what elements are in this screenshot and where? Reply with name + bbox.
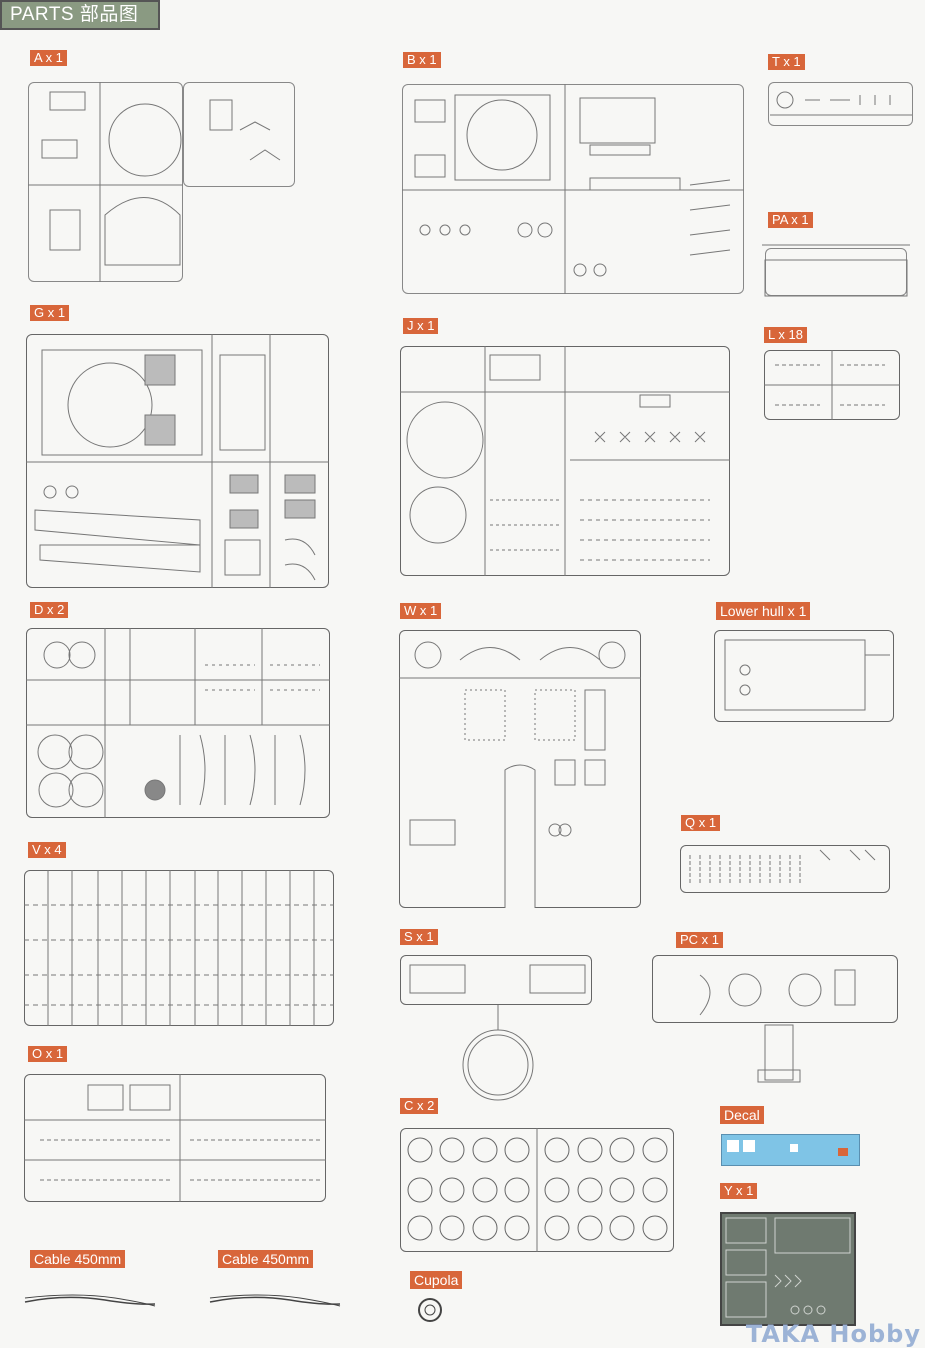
label-cable-2: Cable 450mm bbox=[218, 1250, 314, 1268]
label-O: O x 1 bbox=[28, 1046, 68, 1062]
sprue-Q bbox=[680, 845, 890, 893]
sprue-A-right bbox=[183, 82, 295, 187]
page-title: PARTS 部品图 bbox=[0, 0, 160, 30]
label-C: C x 2 bbox=[400, 1098, 439, 1114]
label-A: A x 1 bbox=[30, 50, 67, 66]
label-T: T x 1 bbox=[768, 54, 805, 70]
sprue-A bbox=[28, 82, 183, 282]
label-W: W x 1 bbox=[400, 603, 442, 619]
label-V: V x 4 bbox=[28, 842, 66, 858]
label-L: L x 18 bbox=[764, 327, 807, 343]
lower-hull bbox=[714, 630, 894, 722]
photo-etch-sheet bbox=[720, 1212, 856, 1326]
label-B: B x 1 bbox=[403, 52, 441, 68]
sprue-V bbox=[24, 870, 334, 1026]
label-PA: PA x 1 bbox=[768, 212, 813, 228]
sprue-O bbox=[24, 1074, 326, 1202]
sprue-G bbox=[26, 334, 329, 588]
label-cable-1: Cable 450mm bbox=[30, 1250, 126, 1268]
label-cupola: Cupola bbox=[410, 1271, 463, 1289]
label-D: D x 2 bbox=[30, 602, 69, 618]
label-Y: Y x 1 bbox=[720, 1183, 758, 1199]
sprue-D bbox=[26, 628, 330, 818]
sprue-PC bbox=[652, 955, 898, 1023]
sprue-B bbox=[402, 84, 744, 294]
sprue-S bbox=[400, 955, 592, 1005]
label-decal: Decal bbox=[720, 1106, 764, 1124]
watermark: TAKA Hobby bbox=[745, 1320, 921, 1348]
label-G: G x 1 bbox=[30, 305, 70, 321]
label-lower-hull: Lower hull x 1 bbox=[716, 602, 811, 620]
label-J: J x 1 bbox=[403, 318, 439, 334]
label-Q: Q x 1 bbox=[681, 815, 721, 831]
sprue-T bbox=[768, 82, 913, 126]
label-PC: PC x 1 bbox=[676, 932, 724, 948]
label-S: S x 1 bbox=[400, 929, 438, 945]
